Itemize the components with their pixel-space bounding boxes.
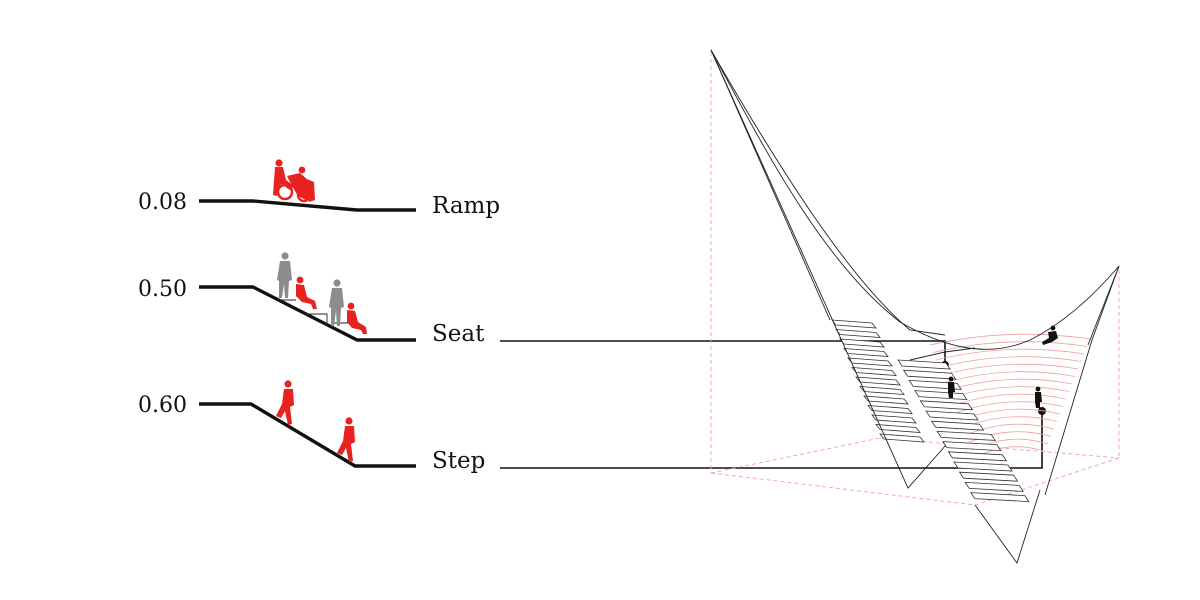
seat-label: Seat (432, 321, 485, 347)
step-profile: 0.60 Step (138, 380, 485, 474)
seat-tread (847, 357, 893, 367)
stair-tread (970, 492, 1030, 503)
contour-line (938, 356, 1082, 368)
seat-tread (835, 329, 881, 338)
step-slope-value: 0.60 (138, 393, 187, 418)
step-label: Step (432, 448, 485, 474)
contour-line (935, 348, 1085, 361)
stair-tread (930, 420, 985, 431)
shell-outline (710, 49, 1120, 564)
standing-and-seated-figures-icon (277, 252, 367, 334)
contour-line (932, 341, 1088, 353)
ramp-slope-value: 0.08 (138, 190, 187, 215)
contour-line (965, 423, 1055, 436)
stair-tread (953, 461, 1013, 472)
seat-tread (871, 414, 917, 424)
seat-tread (855, 376, 901, 386)
stair-tread (914, 390, 968, 401)
seat-tread (879, 433, 925, 443)
contour-line (929, 333, 1091, 346)
stair-tread (919, 400, 974, 411)
seat-profile-line (199, 285, 416, 342)
stair-block (831, 319, 1030, 503)
stair-tread (936, 430, 996, 441)
ramp-label: Ramp (432, 193, 500, 219)
step-leader-line (500, 411, 1043, 469)
seat-tread (867, 405, 913, 414)
seat-tread (843, 348, 889, 357)
contour-line (941, 363, 1079, 376)
seat-tread (863, 395, 909, 405)
seat-tread (859, 386, 905, 395)
dashed-guide-lines (710, 52, 1120, 506)
seat-tread (831, 319, 877, 329)
seat-profile: 0.50 Seat (138, 252, 485, 347)
stair-tread (947, 451, 1008, 462)
stair-tread (964, 481, 1024, 492)
seat-ledge-lines (278, 299, 350, 326)
stair-tread (897, 359, 951, 370)
stair-tread (958, 471, 1019, 482)
model-figures-icon (948, 325, 1058, 408)
wheelchair-figures-icon (273, 159, 315, 203)
contour-line (944, 371, 1076, 383)
ramp-profile-line (199, 199, 416, 212)
seat-leader-line (500, 340, 946, 365)
climbing-figures-icon (276, 380, 355, 462)
contour-line (956, 401, 1064, 413)
stair-tread (902, 369, 957, 380)
axonometric-model (710, 49, 1120, 564)
stair-tread (925, 410, 979, 421)
ramp-profile: 0.08 Ramp (138, 159, 500, 219)
seat-tread (875, 424, 921, 433)
contour-line (953, 393, 1067, 406)
step-profile-line (199, 402, 416, 468)
seat-slope-value: 0.50 (138, 277, 187, 302)
contour-line (950, 386, 1070, 398)
seat-tread (851, 367, 897, 376)
contour-line (947, 378, 1073, 391)
